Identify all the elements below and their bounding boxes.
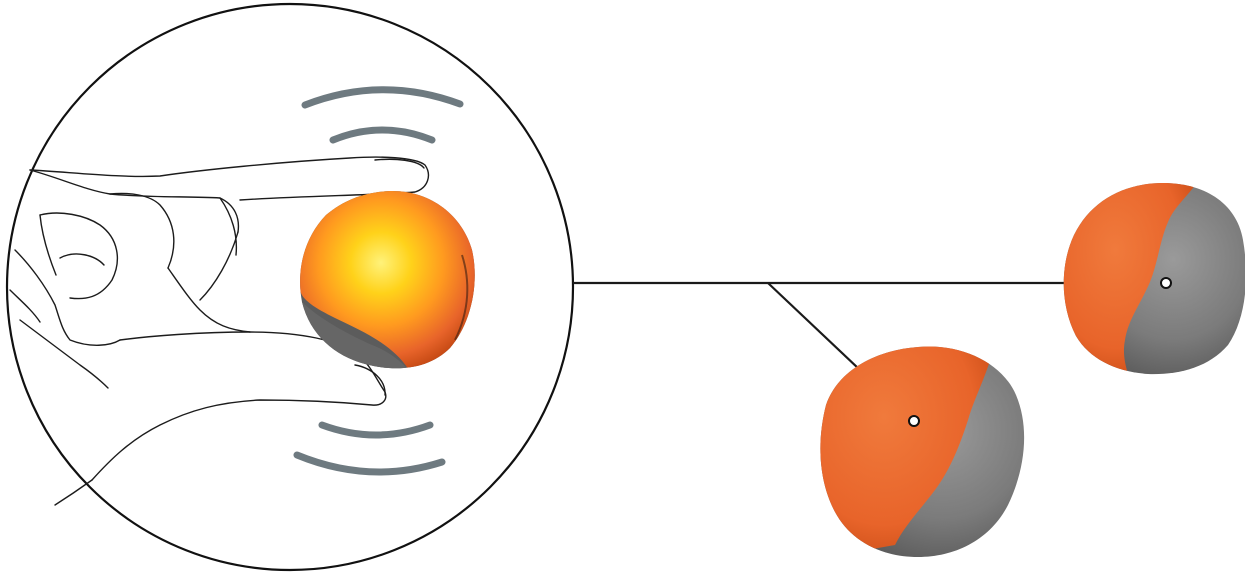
vibration-arc-top-outer xyxy=(305,90,460,105)
ball-a xyxy=(810,340,1024,560)
ball-b xyxy=(1060,180,1245,380)
ball-a-marker xyxy=(909,416,919,426)
magnifier-circle xyxy=(7,4,573,570)
hand-knuckle xyxy=(40,213,117,299)
vibration-arc-bottom-inner xyxy=(322,425,430,435)
hand-index-finger xyxy=(30,157,428,200)
vibration-arc-bottom-outer xyxy=(297,455,442,472)
ball-b-marker xyxy=(1161,278,1171,288)
vibration-arc-top-inner xyxy=(333,130,432,140)
glowing-ball-icon xyxy=(300,190,480,372)
